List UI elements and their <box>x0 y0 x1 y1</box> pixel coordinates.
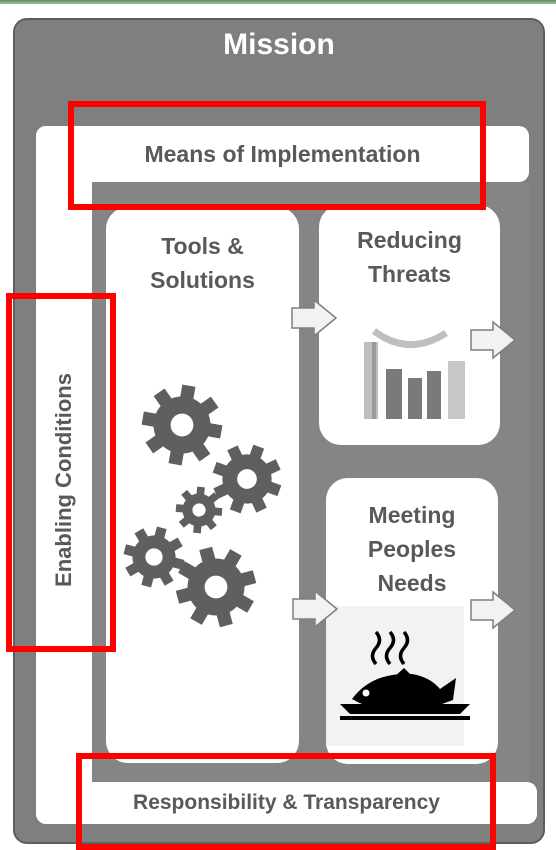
enabling-conditions-column <box>36 126 92 820</box>
means-of-implementation-label: Means of Implementation <box>144 140 421 167</box>
arrow-right-icon <box>470 590 517 630</box>
arrow-right-icon <box>470 320 517 360</box>
tools-solutions-title: Tools & Solutions <box>150 233 255 293</box>
responsibility-transparency-band: Responsibility & Transparency <box>36 782 537 824</box>
bar-chart-icon <box>364 328 465 419</box>
highlight-box-means <box>68 101 486 210</box>
arrow-right-icon <box>292 589 339 629</box>
gears-icon <box>116 378 292 642</box>
reducing-threats-title: Reducing Threats <box>357 227 462 287</box>
mission-title: Mission <box>223 28 335 61</box>
fish-plate-icon <box>326 606 470 746</box>
reducing-threats-card: Reducing Threats <box>319 205 500 445</box>
highlight-box-responsibility <box>76 753 496 850</box>
arrow-right-icon <box>291 298 338 338</box>
highlight-box-enabling <box>6 293 116 652</box>
tools-solutions-card: Tools & Solutions <box>106 207 299 763</box>
responsibility-transparency-label: Responsibility & Transparency <box>133 791 440 814</box>
meeting-peoples-needs-title: Meeting Peoples Needs <box>367 502 457 596</box>
meeting-peoples-needs-card: Meeting Peoples Needs <box>326 478 498 764</box>
means-of-implementation-band: Means of Implementation <box>36 126 529 182</box>
top-accent-line <box>0 0 556 4</box>
